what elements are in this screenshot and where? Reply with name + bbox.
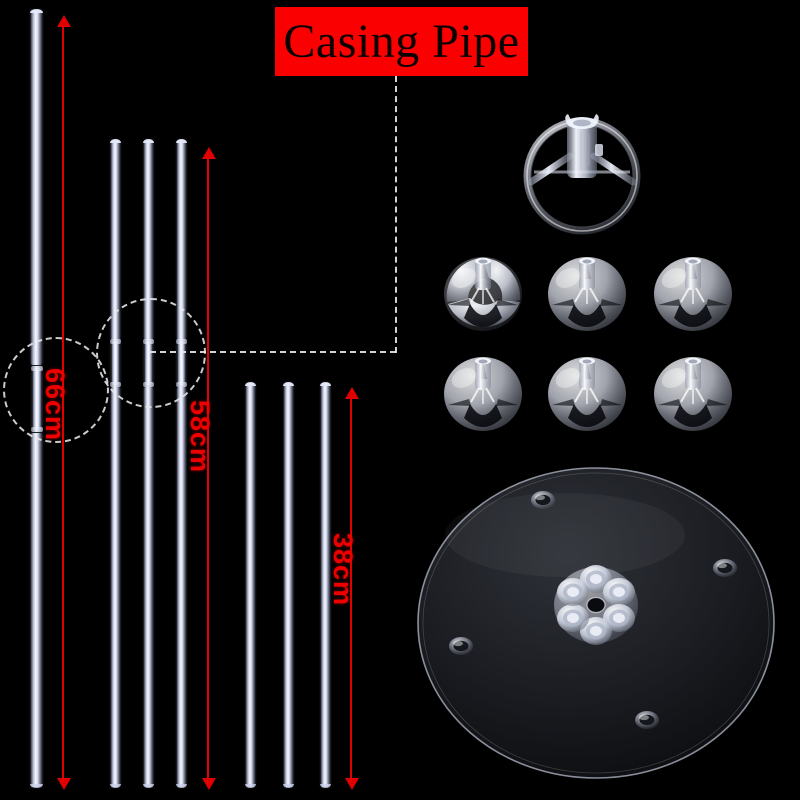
arrowhead-up-icon [57,15,71,27]
balloon-cup-1 [434,248,532,336]
arrowhead-up-icon [202,147,216,159]
pipe-bottom-cap [30,784,43,788]
balloon-cup-3 [644,248,742,336]
balloon-cup-icon [654,357,732,431]
pipe-top-cap [320,382,331,386]
pipe-top-cap [283,382,294,386]
pipe-top-cap [143,139,154,143]
pipe-bottom-cap [176,784,187,788]
balloon-cup-icon [548,357,626,431]
balloon-cup-icon [444,357,522,431]
hub-ring-part [512,100,652,240]
base-plate-part [415,455,780,785]
dimension-arrow-66cm [57,15,71,790]
middle-pipe-2-lower [143,387,154,788]
left-pole-segment-lower [30,433,43,788]
arrowhead-down-icon [345,778,359,790]
balloon-cup-icon [654,257,732,331]
pipe-top-cap [110,139,121,143]
base-plate-icon [417,467,775,779]
pipe-top-cap [245,382,256,386]
pipe-bottom-cap [110,784,121,788]
rim-hole-top [531,491,555,509]
middle-pipe-3-lower [176,387,187,788]
callout-leader-vertical [395,76,397,353]
middle-pipe-2-upper [143,139,154,340]
casing-pipe-callout: Casing Pipe [275,7,528,76]
arrowhead-down-icon [57,778,71,790]
balloon-cup-2 [538,248,636,336]
short-pipe-1 [245,382,256,788]
middle-pipe-3-upper [176,139,187,340]
pipe-bottom-cap [320,784,331,788]
balloon-cup-icon [548,257,626,331]
balloon-cup-icon [444,257,522,331]
arrowhead-up-icon [345,387,359,399]
pipe-bottom-cap [283,784,294,788]
left-coupler-highlight-circle [3,337,109,443]
pipe-top-cap [176,139,187,143]
center-flower-fitting [554,565,638,645]
rim-hole-left [449,637,473,655]
dimension-arrow-38cm [345,387,359,790]
casing-pipe-callout-label: Casing Pipe [283,14,520,68]
dimension-arrow-58cm [202,147,216,790]
balloon-cup-6 [644,348,742,436]
pipe-bottom-cap [143,784,154,788]
balloon-cup-5 [538,348,636,436]
dimension-label-58cm: 58cm [185,400,215,474]
dimension-label-66cm: 66cm [40,368,70,442]
short-pipe-3 [320,382,331,788]
rim-hole-right [713,559,737,577]
rim-hole-bottom [635,711,659,729]
pipe-bottom-cap [245,784,256,788]
middle-pipe-1-lower [110,387,121,788]
middle-couplers-highlight-circle [96,298,206,408]
left-pole-segment-upper [30,9,43,365]
hub-ring-icon [523,114,641,235]
pipe-top-cap [30,9,43,13]
middle-pipe-1-upper [110,139,121,340]
callout-leader-horizontal [150,351,396,353]
balloon-cup-4 [434,348,532,436]
dimension-label-38cm: 38cm [328,533,358,607]
short-pipe-2 [283,382,294,788]
arrowhead-down-icon [202,778,216,790]
